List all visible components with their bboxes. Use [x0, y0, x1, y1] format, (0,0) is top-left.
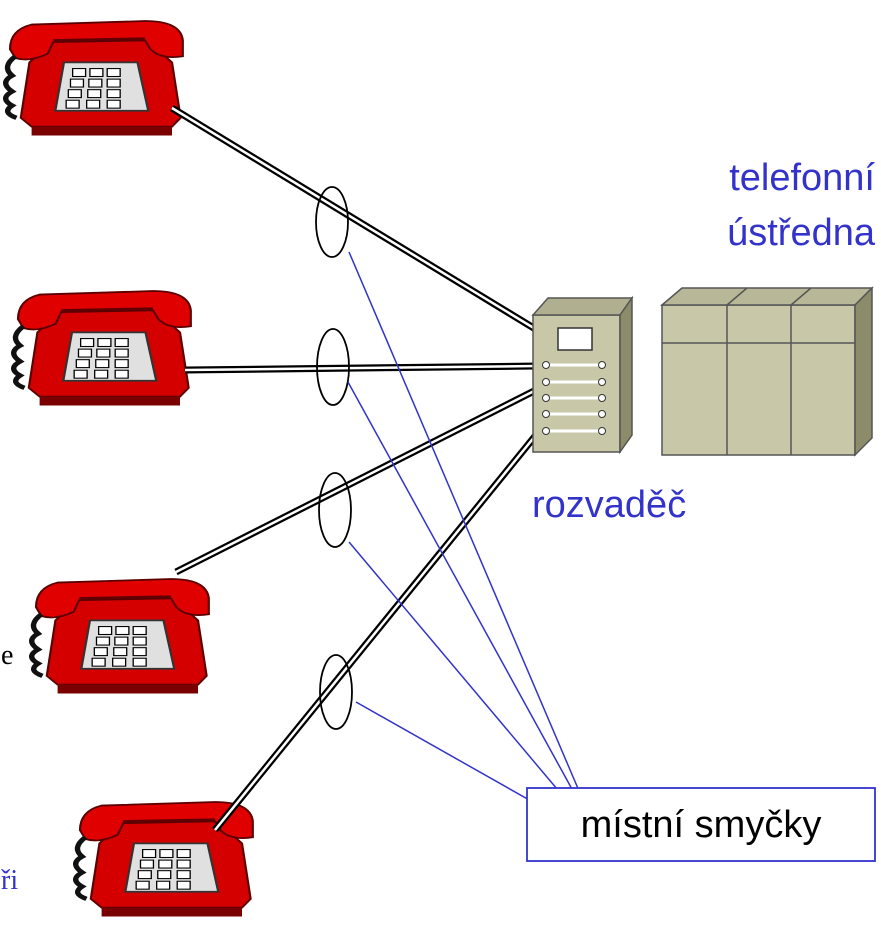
local-loops-label: místní smyčky — [581, 804, 822, 846]
distribution-frame-label: rozvaděč — [532, 484, 686, 526]
line-4 — [212, 427, 543, 833]
line-2 — [184, 362, 538, 374]
telephone-icon — [14, 291, 191, 405]
loop-markers — [315, 186, 353, 730]
telephone-exchange-icon — [659, 286, 874, 457]
loop-ellipse — [318, 472, 352, 548]
loop-ellipse — [319, 654, 353, 730]
local-loops-box — [526, 787, 876, 862]
clipped-text-e: e — [1, 640, 13, 671]
distribution-frame-icon — [531, 295, 634, 455]
telephone-icon — [6, 21, 183, 135]
exchange-label-line2: ústředna — [727, 212, 876, 254]
telephone-icon — [32, 579, 209, 693]
loop-ellipse — [315, 186, 349, 258]
subscriber-lines — [170, 105, 543, 833]
local-loops-callout: místní smyčky — [526, 787, 876, 862]
exchange-label-line1: telefonní — [729, 157, 875, 199]
clipped-text-ri: ři — [1, 865, 18, 896]
line-1 — [170, 105, 539, 333]
loop-ellipse — [316, 328, 350, 406]
line-3 — [174, 384, 542, 576]
